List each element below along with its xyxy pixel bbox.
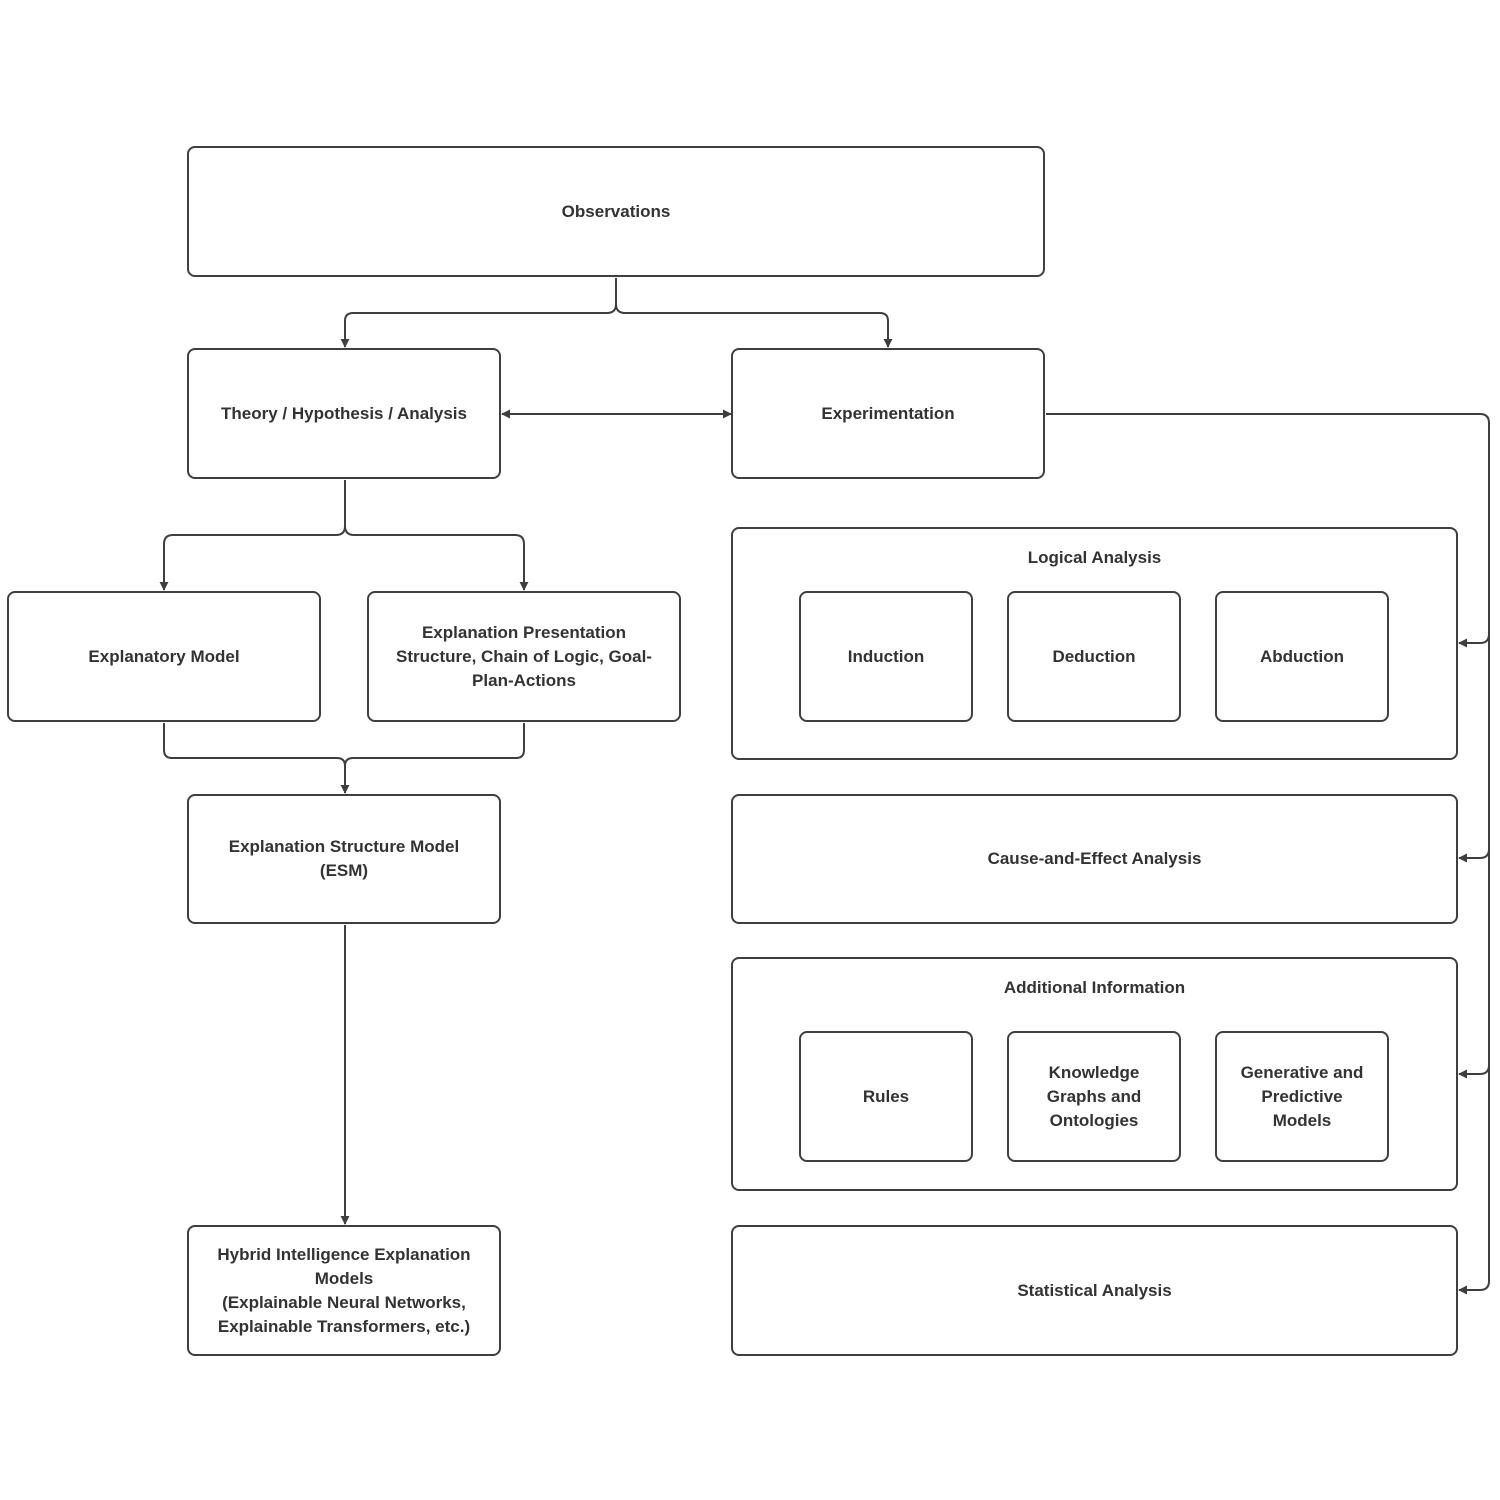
abduction-label: Abduction <box>1259 646 1345 666</box>
induction-label: Induction <box>847 646 925 666</box>
abduction-node: Abduction <box>1215 591 1389 722</box>
theory-hypothesis-analysis-label: Theory / Hypothesis / Analysis <box>221 403 467 423</box>
theory-hypothesis-analysis-node: Theory / Hypothesis / Analysis <box>187 348 501 479</box>
induction-node: Induction <box>799 591 973 722</box>
hybrid-intelligence-node: Hybrid Intelligence Explanation Models (… <box>187 1225 501 1356</box>
generative-predictive-node: Generative and Predictive Models <box>1215 1031 1389 1162</box>
logical-analysis-group: Logical Analysis <box>731 527 1458 760</box>
connector-bus-to-cause-effect <box>1458 848 1490 863</box>
cause-and-effect-node: Cause-and-Effect Analysis <box>731 794 1458 924</box>
explanatory-model-label: Explanatory Model <box>88 646 240 666</box>
statistical-analysis-node: Statistical Analysis <box>731 1225 1458 1356</box>
experimentation-label: Experimentation <box>821 403 955 423</box>
hybrid-intelligence-label: Hybrid Intelligence Explanation Models (… <box>217 1244 471 1336</box>
cause-and-effect-label: Cause-and-Effect Analysis <box>987 849 1202 868</box>
connector-observations-to-experimentation <box>615 278 893 348</box>
connector-theory-to-explanatory-model <box>159 480 346 591</box>
connector-bus-to-logical-analysis <box>1458 633 1490 648</box>
knowledge-graphs-node: Knowledge Graphs and Ontologies <box>1007 1031 1181 1162</box>
additional-information-title: Additional Information <box>1003 978 1186 997</box>
connector-observations-to-theory <box>340 278 617 348</box>
connector-explanatory-model-to-esm <box>163 723 350 794</box>
esm-node: Explanation Structure Model (ESM) <box>187 794 501 924</box>
connector-explanation-presentation-to-esm <box>344 723 525 767</box>
connector-bus-to-additional-information <box>1458 1064 1490 1079</box>
explanation-presentation-label: Explanation Presentation Structure, Chai… <box>396 622 652 690</box>
generative-predictive-label: Generative and Predictive Models <box>1240 1062 1364 1130</box>
observations-label: Observations <box>561 201 671 221</box>
deduction-label: Deduction <box>1052 646 1136 666</box>
observations-node: Observations <box>187 146 1045 277</box>
esm-label: Explanation Structure Model (ESM) <box>228 837 460 880</box>
rules-node: Rules <box>799 1031 973 1162</box>
deduction-node: Deduction <box>1007 591 1181 722</box>
experimentation-node: Experimentation <box>731 348 1045 479</box>
rules-label: Rules <box>862 1086 910 1106</box>
explanatory-model-node: Explanatory Model <box>7 591 321 722</box>
knowledge-graphs-label: Knowledge Graphs and Ontologies <box>1046 1062 1142 1130</box>
statistical-analysis-label: Statistical Analysis <box>1017 1280 1172 1300</box>
logical-analysis-title: Logical Analysis <box>1027 548 1162 567</box>
connector-theory-to-explanation-presentation <box>344 480 529 591</box>
additional-information-group: Additional Information <box>731 957 1458 1191</box>
explanation-presentation-node: Explanation Presentation Structure, Chai… <box>367 591 681 722</box>
